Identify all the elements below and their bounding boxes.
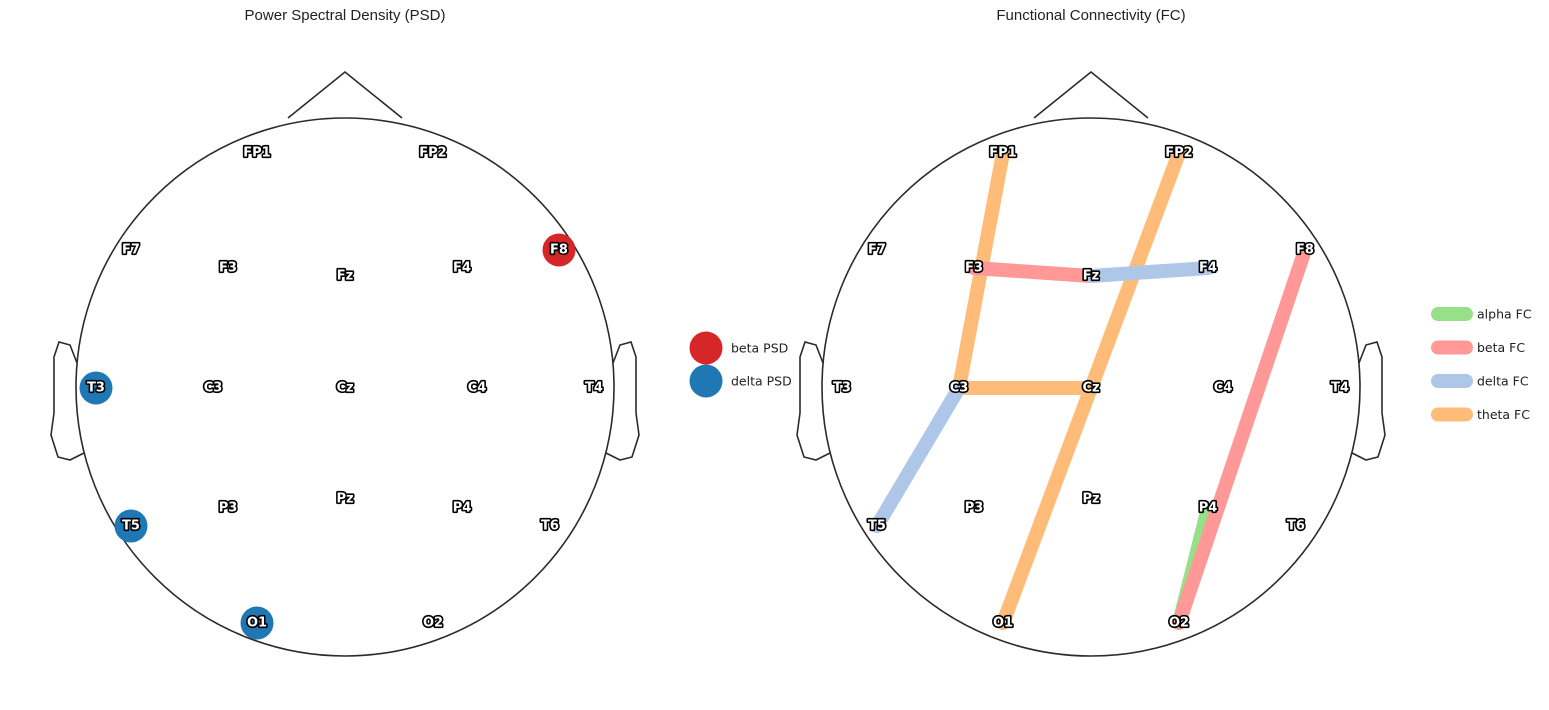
head-outline xyxy=(75,117,615,657)
psd-marker-f8 xyxy=(542,233,576,267)
psd-electrode-t4: T4 xyxy=(585,381,603,396)
right-ear-outline xyxy=(1351,341,1386,461)
fc-electrode-pz: Pz xyxy=(1082,492,1099,507)
fc-panel-title: Functional Connectivity (FC) xyxy=(996,7,1186,24)
nose-outline xyxy=(1033,70,1149,119)
fc-electrode-t4: T4 xyxy=(1331,381,1349,396)
left-ear-outline xyxy=(50,341,85,461)
psd-electrode-fp1: FP1 xyxy=(243,146,270,161)
fc-electrode-f4: F4 xyxy=(1199,261,1217,276)
psd-electrode-fp2: FP2 xyxy=(419,146,446,161)
psd-electrode-c3: C3 xyxy=(204,381,223,396)
psd-marker-t5 xyxy=(114,509,148,543)
psd-electrode-t5: T5 xyxy=(122,519,140,534)
head-outline xyxy=(821,117,1361,657)
fc-connection-fz-f4 xyxy=(1084,261,1215,283)
psd-marker-o1 xyxy=(240,606,274,640)
fc-legend-label-0: alpha FC xyxy=(1477,307,1532,322)
fc-electrode-f7: F7 xyxy=(868,243,886,258)
psd-legend-label-0: beta PSD xyxy=(731,341,788,356)
fc-electrode-f3: F3 xyxy=(965,261,983,276)
nose-outline xyxy=(287,70,403,119)
fc-electrode-p3: P3 xyxy=(965,501,984,516)
psd-electrode-f8: F8 xyxy=(550,243,568,258)
fc-connection-c3-t5 xyxy=(870,381,966,533)
psd-electrode-p3: P3 xyxy=(219,501,238,516)
psd-electrode-fz: Fz xyxy=(337,269,353,284)
psd-marker-t3 xyxy=(79,371,113,405)
psd-electrode-c4: C4 xyxy=(468,381,487,396)
psd-electrode-o2: O2 xyxy=(423,616,443,631)
fc-electrode-fp2: FP2 xyxy=(1165,146,1192,161)
fc-electrode-t5: T5 xyxy=(868,519,886,534)
fc-electrode-fp1: FP1 xyxy=(989,146,1016,161)
fc-electrode-fz: Fz xyxy=(1083,269,1099,284)
psd-electrode-t3: T3 xyxy=(87,381,105,396)
fc-legend-label-3: theta FC xyxy=(1477,407,1530,422)
fc-electrode-p4: P4 xyxy=(1199,501,1218,516)
psd-legend-swatch-1 xyxy=(689,364,723,398)
fc-electrode-o2: O2 xyxy=(1169,616,1189,631)
psd-electrode-o1: O1 xyxy=(247,616,267,631)
fc-electrode-t3: T3 xyxy=(833,381,851,396)
fc-electrode-f8: F8 xyxy=(1296,243,1314,258)
right-ear-outline xyxy=(605,341,640,461)
fc-legend: alpha FC beta FC delta FC theta FC xyxy=(1431,307,1532,422)
fc-electrode-c3: C3 xyxy=(950,381,969,396)
fc-connection-f8-o2 xyxy=(1172,243,1312,630)
psd-legend-label-1: delta PSD xyxy=(731,374,792,389)
fc-legend-label-2: delta FC xyxy=(1477,374,1529,389)
fc-electrode-c4: C4 xyxy=(1214,381,1233,396)
psd-electrode-cz: Cz xyxy=(336,381,353,396)
psd-electrode-t6: T6 xyxy=(541,519,559,534)
fc-connection-f3-fz xyxy=(967,261,1098,283)
psd-electrode-f3: F3 xyxy=(219,261,237,276)
fc-electrode-t6: T6 xyxy=(1287,519,1305,534)
fc-legend-label-1: beta FC xyxy=(1477,340,1525,355)
psd-electrode-f7: F7 xyxy=(122,243,140,258)
psd-legend: beta PSD delta PSD xyxy=(689,331,792,398)
psd-electrode-f4: F4 xyxy=(453,261,471,276)
psd-electrode-p4: P4 xyxy=(453,501,472,516)
psd-panel-title: Power Spectral Density (PSD) xyxy=(244,7,446,24)
left-ear-outline xyxy=(796,341,831,461)
fc-electrode-cz: Cz xyxy=(1082,381,1099,396)
psd-electrode-pz: Pz xyxy=(336,492,353,507)
psd-legend-swatch-0 xyxy=(689,331,723,365)
fc-electrode-o1: O1 xyxy=(993,616,1013,631)
